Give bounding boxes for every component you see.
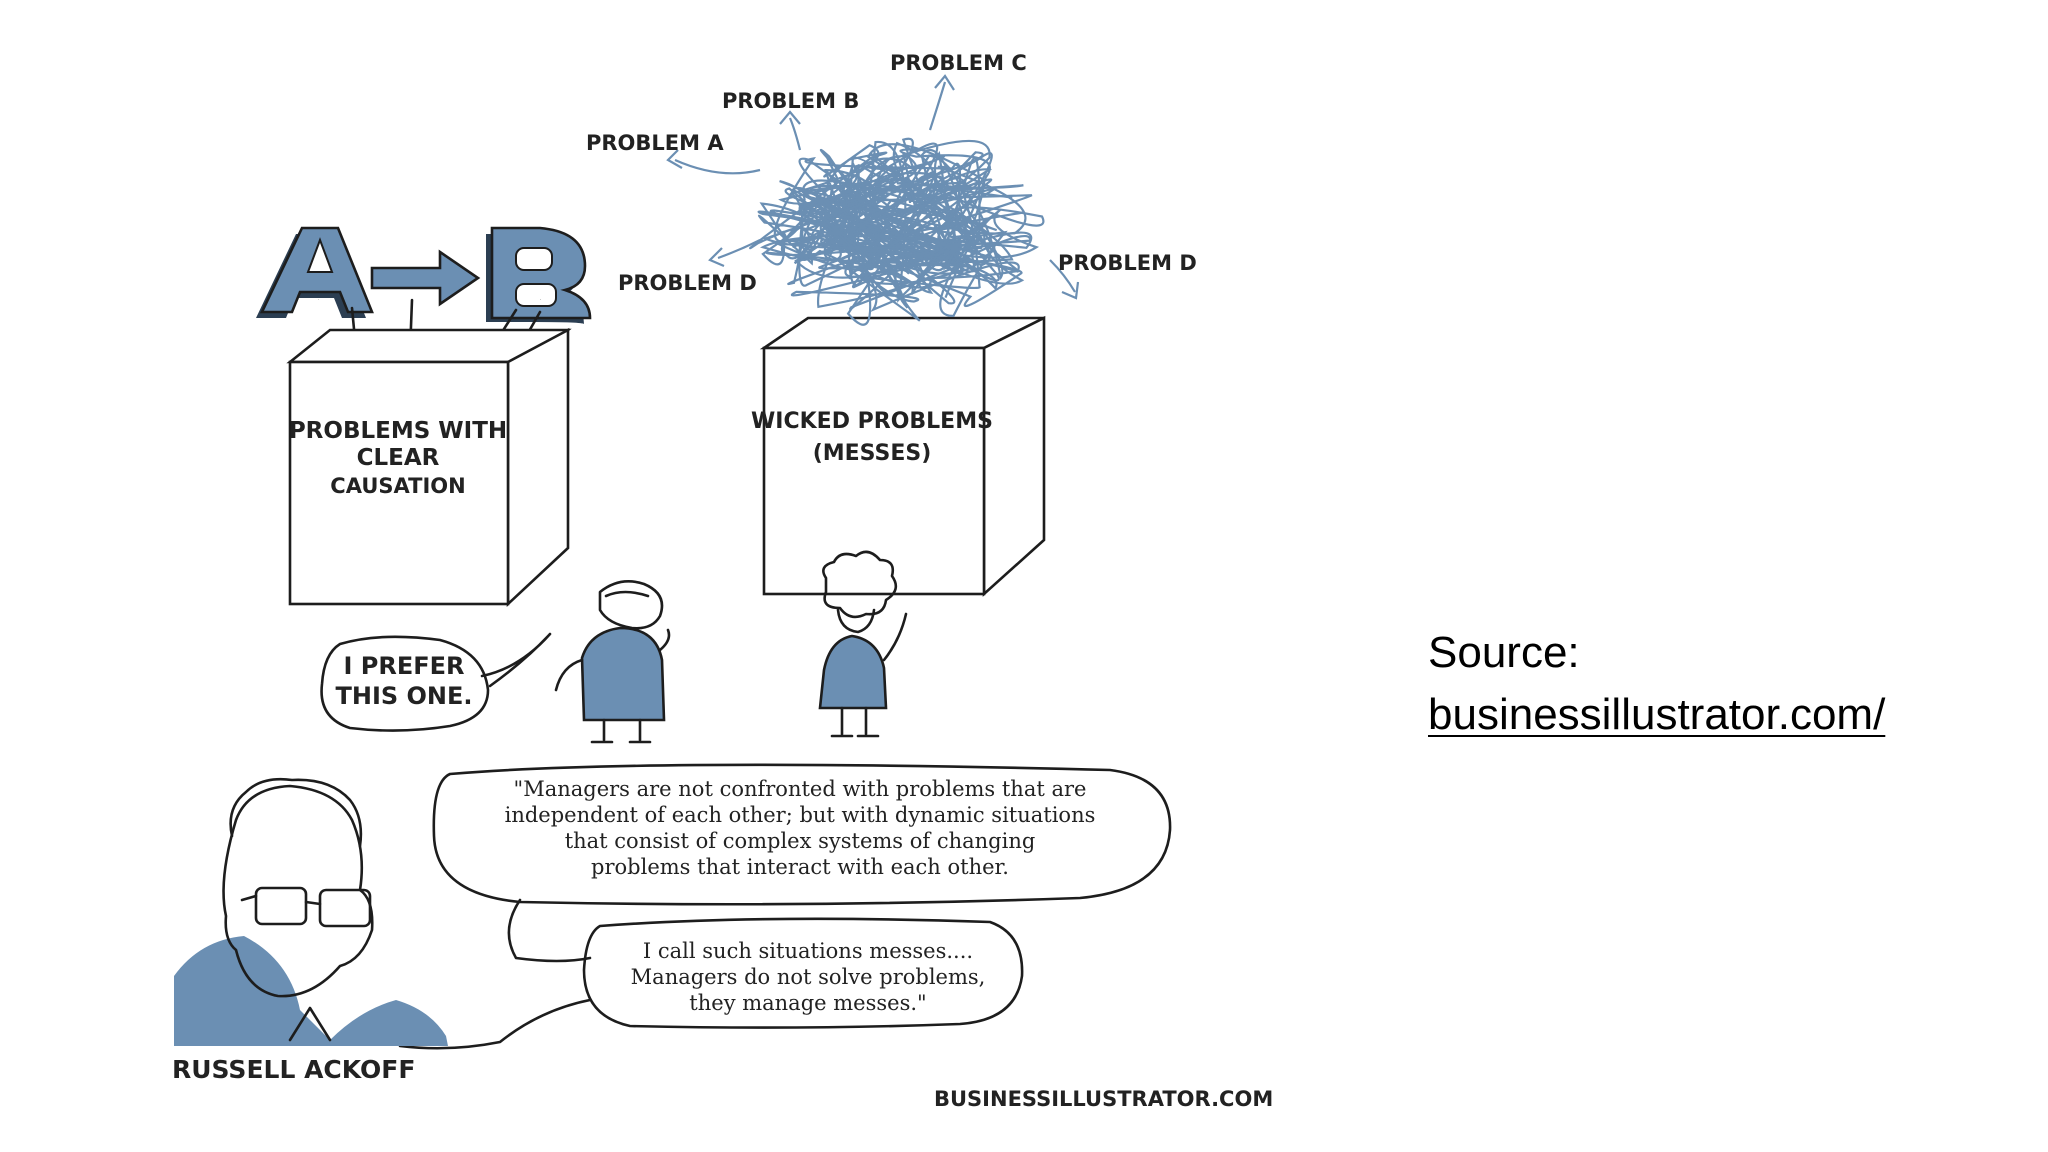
quote-top-line-2: independent of each other; but with dyna… <box>505 803 1096 827</box>
box-left-line-2: CLEAR <box>357 445 440 471</box>
russell-ackoff-portrait <box>174 777 448 1046</box>
problem-c-label: PROBLEM C <box>890 51 1027 75</box>
wicked-problems-cartoon: A B PROBLEMS WITH CLEAR CAUSATION WICKED… <box>172 51 1273 1111</box>
quote-bottom-line-3: they manage messes." <box>689 991 926 1015</box>
box-clear-causation: PROBLEMS WITH CLEAR CAUSATION <box>286 327 572 607</box>
mess-scribble <box>787 143 1045 322</box>
quote-bottom-line-1: I call such situations messes.... <box>643 939 973 963</box>
box-left-line-3: CAUSATION <box>330 474 465 498</box>
problem-a-label: PROBLEM A <box>586 131 724 155</box>
quote-bottom-line-2: Managers do not solve problems, <box>631 965 986 989</box>
quote-bubble-bottom: I call such situations messes.... Manage… <box>398 898 1024 1050</box>
figure-left <box>554 580 671 744</box>
quote-bubble-top: "Managers are not confronted with proble… <box>432 763 1172 906</box>
a-to-b-sign: A B <box>256 226 592 355</box>
quote-top-line-1: "Managers are not confronted with proble… <box>514 777 1087 801</box>
speech-bubble-prefer: I PREFER THIS ONE. <box>320 632 552 732</box>
problem-b-label: PROBLEM B <box>722 89 859 113</box>
box-right-line-2: (MESSES) <box>813 441 932 466</box>
russell-ackoff-label: RUSSELL ACKOFF <box>172 1055 415 1084</box>
problem-d-left-label: PROBLEM D <box>618 271 757 295</box>
source-label: Source: <box>1428 628 1580 677</box>
bubble-prefer-line-1: I PREFER <box>343 652 464 680</box>
tangled-mess <box>749 137 1045 326</box>
box-wicked-problems: WICKED PROBLEMS (MESSES) <box>751 315 1046 597</box>
bubble-prefer-line-2: THIS ONE. <box>335 682 472 710</box>
box-left-line-1: PROBLEMS WITH <box>289 418 507 444</box>
source-caption: Source: businessillustrator.com/ <box>1428 622 1885 746</box>
credit-label: BUSINESSILLUSTRATOR.COM <box>934 1087 1273 1111</box>
letter-a-text: A <box>318 299 319 301</box>
mess-scribble <box>762 140 1040 303</box>
figure-right <box>818 550 908 738</box>
quote-top-line-3: that consist of complex systems of chang… <box>565 829 1036 853</box>
box-right-line-1: WICKED PROBLEMS <box>751 409 993 434</box>
source-link[interactable]: businessillustrator.com/ <box>1428 690 1886 739</box>
quote-top-line-4: problems that interact with each other. <box>591 855 1009 879</box>
letter-b-text: B <box>540 299 541 301</box>
problem-d-right-label: PROBLEM D <box>1058 251 1197 275</box>
mess-arrows <box>666 74 1080 300</box>
mess-scribble <box>779 137 1014 309</box>
